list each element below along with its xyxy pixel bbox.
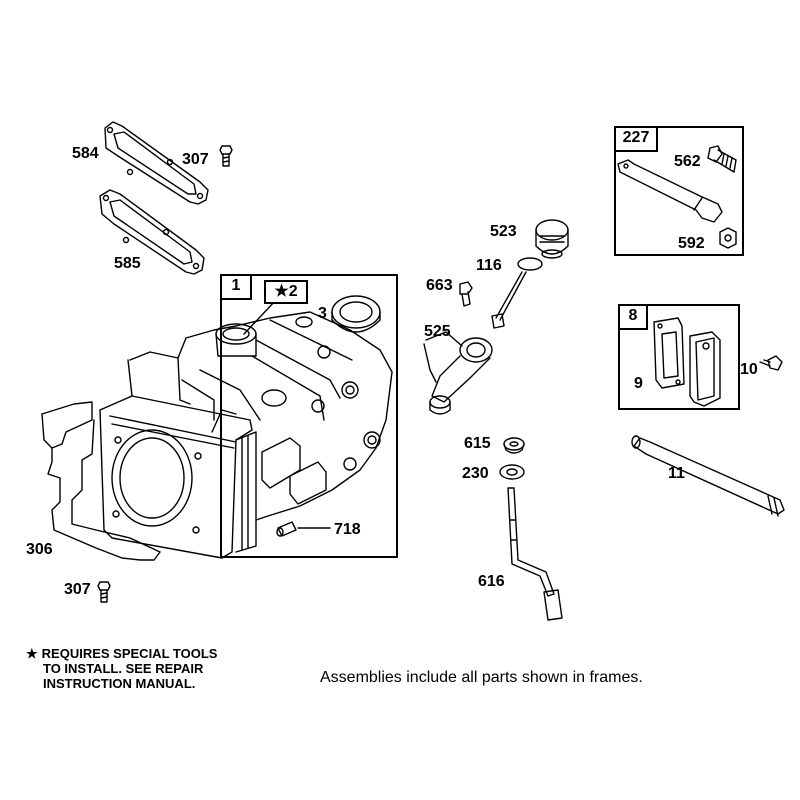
label-592: 592 [678,235,705,252]
screw-663-drawing [459,281,473,307]
screw-10-drawing [759,355,783,371]
label-523: 523 [490,223,517,240]
label-307-top: 307 [182,151,209,168]
breather-9-drawing [653,317,721,407]
label-230: 230 [462,465,489,482]
label-585: 585 [114,255,141,272]
label-615: 615 [464,435,491,452]
dipstick-116-drawing [491,257,543,329]
label-306: 306 [26,541,53,558]
gasket-585-drawing [99,189,205,275]
baffle-306-drawing [41,401,161,561]
cylinder-block-drawing [99,311,393,559]
dipstick-616-drawing [507,487,563,621]
label-616: 616 [478,573,505,590]
screw-307-top-drawing [219,145,233,167]
tag-assembly-227: 227 [614,126,658,152]
gasket-584-drawing [104,121,209,205]
oil-fill-tube-525-drawing [423,331,493,415]
label-525: 525 [424,323,451,340]
label-9: 9 [634,375,643,392]
screw-307-bottom-drawing [97,581,111,603]
tag-part-2: ★2 [264,280,308,304]
special-tools-note: ★REQUIRES SPECIAL TOOLS TO INSTALL. SEE … [26,646,218,691]
oil-seal-3-drawing [331,295,381,333]
label-307-bottom: 307 [64,581,91,598]
frame-assembly-1 [220,274,398,558]
label-10: 10 [740,361,758,378]
frame-assembly-227 [614,126,744,256]
star-icon: ★ [274,283,289,300]
label-562: 562 [674,153,701,170]
label-2: 2 [288,283,298,300]
label-11: 11 [668,465,685,482]
label-8: 8 [628,307,638,324]
tube-11-drawing [631,435,785,517]
label-718: 718 [334,521,361,538]
label-227: 227 [622,129,650,146]
tag-assembly-1: 1 [220,274,252,300]
label-584: 584 [72,145,99,162]
dowel-pin-718-drawing [276,521,331,537]
oil-cap-523-drawing [535,219,569,259]
washer-230-drawing [499,464,525,480]
governor-lever-227-drawing [617,145,737,249]
star-bullet-icon: ★ [26,646,38,661]
label-3: 3 [318,305,327,322]
label-116: 116 [476,257,502,274]
assemblies-note: Assemblies include all parts shown in fr… [320,669,643,686]
frame-assembly-8 [618,304,740,410]
washer-615-drawing [503,437,525,454]
label-663: 663 [426,277,453,294]
leader-2 [243,299,277,335]
label-1: 1 [231,277,241,294]
tag-assembly-8: 8 [618,304,648,330]
